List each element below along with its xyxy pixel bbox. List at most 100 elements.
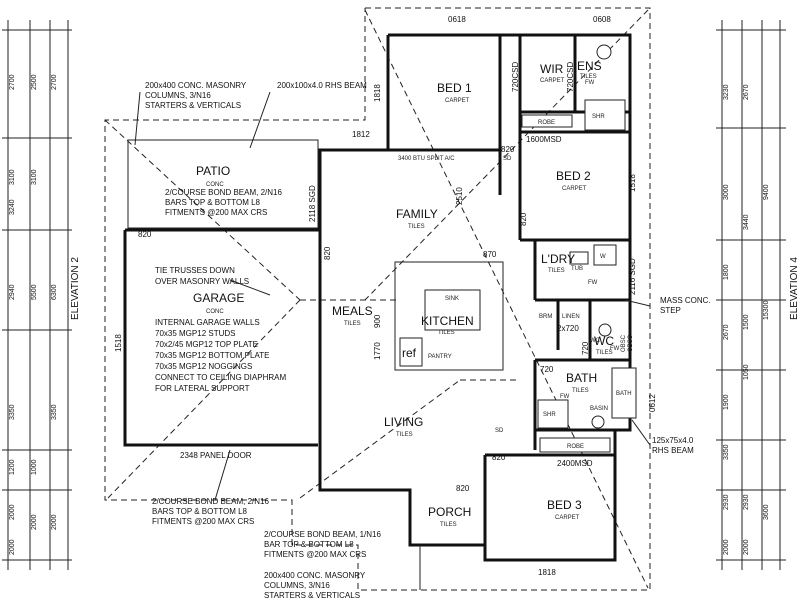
sd2-label: SD <box>495 428 504 434</box>
shr2-label: SHR <box>543 412 556 418</box>
note-rhs-right-0: 125x75x4.0 <box>652 436 694 445</box>
dim-1518-bed2: 1518 <box>628 174 637 192</box>
room-bed3: BED 3 <box>547 498 582 512</box>
left-dim-a-0: 2700 <box>9 74 16 90</box>
right-dim-b-5: 2000 <box>743 539 750 555</box>
room-bed3-finish: CARPET <box>555 515 580 521</box>
left-dim-a-6: 2000 <box>9 504 16 520</box>
room-wir: WIR <box>540 62 564 76</box>
roof-outline <box>104 7 651 591</box>
left-dim-a-1: 3100 <box>9 169 16 185</box>
note-bond-porch-2: FITMENTS @200 MAX CRS <box>264 550 366 559</box>
note-bond-bottom-1: BARS TOP & BOTTOM L8 <box>152 507 248 516</box>
note-masonry-top-1: COLUMNS, 3/N16 <box>145 91 211 100</box>
note-garage-walls-3: 70x35 MGP12 BOTTOM PLATE <box>155 351 269 360</box>
note-bond-bottom-2: FITMENTS @200 MAX CRS <box>152 517 254 526</box>
left-dim-b-1: 3100 <box>31 169 38 185</box>
left-dim-a-5: 1200 <box>9 459 16 475</box>
fw4-label: FW <box>610 346 620 352</box>
right-dim-c-0: 9400 <box>763 184 770 200</box>
fixtures: SHR ROBE SHR ROBE BATH WC W TUB FW FW FW… <box>402 44 637 453</box>
dimension-labels: 0618 0608 1818 1812 720CSD 720CSD 1600MS… <box>114 15 657 577</box>
room-labels: BED 1 CARPET WIR CARPET ENS TILES BED 2 … <box>193 59 614 528</box>
note-masonry-bottom-2: STARTERS & VERTICALS <box>264 591 360 600</box>
room-patio-finish: CONC <box>206 182 224 188</box>
shr1-label: SHR <box>592 114 605 120</box>
dim-720csd-a: 720CSD <box>511 62 520 92</box>
dim-obsc-1: OBSC <box>621 334 627 352</box>
room-kitchen: KITCHEN <box>421 314 474 328</box>
left-dim-b-4: 2000 <box>31 514 38 530</box>
note-bond-porch-0: 2/COURSE BOND BEAM, 1/N16 <box>264 530 381 539</box>
dim-1770: 1770 <box>373 342 382 360</box>
left-dim-a-7: 2000 <box>9 539 16 555</box>
robe2-label: ROBE <box>567 444 584 450</box>
left-dim-c-1: 6300 <box>51 284 58 300</box>
left-dim-c-2: 3350 <box>51 404 58 420</box>
note-mass-conc-1: STEP <box>660 306 681 315</box>
dim-820-porch: 820 <box>456 484 470 493</box>
dim-1818-top: 1818 <box>373 84 382 102</box>
dim-820-living: 820 <box>492 453 506 462</box>
dim-top-left: 0618 <box>448 15 466 24</box>
dim-2510: 2510 <box>455 187 464 205</box>
wm-label: W <box>600 254 606 260</box>
dim-820-bed1: 820 <box>501 145 515 154</box>
left-dim-b-0: 2500 <box>31 74 38 90</box>
room-meals: MEALS <box>332 304 373 318</box>
right-dim-c-1: 15300 <box>763 300 770 320</box>
note-bond-bottom-0: 2/COURSE BOND BEAM, 2/N16 <box>152 497 269 506</box>
left-dim-c-3: 2000 <box>51 514 58 530</box>
dim-2400msd: 2400MSD <box>557 459 593 468</box>
fw1-label: FW <box>588 280 598 286</box>
note-garage-walls-6: FOR LATERAL SUPPORT <box>155 384 250 393</box>
dim-2118sgd: 2118 SGD <box>308 185 317 222</box>
room-meals-finish: TILES <box>344 321 361 327</box>
wc-mark: WC <box>590 338 601 344</box>
room-patio: PATIO <box>196 164 230 178</box>
dim-0612: 0612 <box>648 394 657 412</box>
note-masonry-top-0: 200x400 CONC. MASONRY <box>145 81 247 90</box>
right-dim-a-2: 1800 <box>723 264 730 280</box>
right-dim-a-0: 3230 <box>723 84 730 100</box>
note-patio-beam-2: FITMENTS @200 MAX CRS <box>165 208 267 217</box>
note-patio-beam-0: 2/COURSE BOND BEAM, 2/N16 <box>165 188 282 197</box>
right-dim-a-4: 1900 <box>723 394 730 410</box>
room-bed1: BED 1 <box>437 81 472 95</box>
dim-1518-garage: 1518 <box>114 334 123 352</box>
right-dim-a-3: 2670 <box>723 324 730 340</box>
bath-mark: BATH <box>616 391 632 397</box>
left-dim-a-3: 2940 <box>9 284 16 300</box>
right-dim-b-2: 1500 <box>743 314 750 330</box>
right-dim-b-4: 2930 <box>743 494 750 510</box>
room-garage: GARAGE <box>193 291 244 305</box>
dim-panel-door: 2348 PANEL DOOR <box>180 451 252 460</box>
room-bed2-finish: CARPET <box>562 186 587 192</box>
room-bath-finish: TILES <box>572 388 589 394</box>
right-dim-a-7: 2000 <box>723 539 730 555</box>
left-dim-c-0: 2700 <box>51 74 58 90</box>
room-porch: PORCH <box>428 505 471 519</box>
room-family-finish: TILES <box>408 224 425 230</box>
dim-1818-bottom: 1818 <box>538 568 556 577</box>
room-ens-finish: TILES <box>580 74 597 80</box>
walls <box>123 33 632 562</box>
right-dim-a-6: 2930 <box>723 494 730 510</box>
room-ldry: L'DRY <box>541 252 575 266</box>
dim-900: 900 <box>373 314 382 328</box>
dim-870: 870 <box>483 250 497 259</box>
dim-ac: 3400 BTU SPLIT A/C <box>398 156 455 162</box>
note-masonry-top-2: STARTERS & VERTICALS <box>145 101 241 110</box>
right-dim-c-2: 3600 <box>763 504 770 520</box>
room-bath: BATH <box>566 371 597 385</box>
dim-top-right: 0608 <box>593 15 611 24</box>
dim-1600msd: 1600MSD <box>526 135 562 144</box>
note-garage-walls-5: CONNECT TO CEILING DIAPHRAM <box>155 373 286 382</box>
note-garage-walls-1: 70x35 MGP12 STUDS <box>155 329 235 338</box>
dim-820-patio: 820 <box>138 230 152 239</box>
room-garage-finish: CONC <box>206 309 224 315</box>
left-dim-b-3: 1000 <box>31 459 38 475</box>
dim-820-garage: 820 <box>323 246 332 260</box>
note-bond-porch-1: BAR TOP & BOTTOM L8 <box>264 540 354 549</box>
